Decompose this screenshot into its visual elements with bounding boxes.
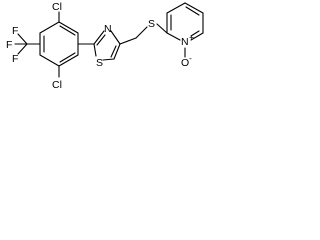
bond-ar-double-2 [59, 52, 76, 63]
bond-ar-double-1 [59, 25, 76, 36]
atom-n-thiazole: N [104, 23, 112, 35]
atom-labels: Cl Cl F F F N S S N + O - [6, 1, 194, 91]
bond-pyr-3 [184, 2, 204, 14]
bond-thz-c4-c5 [113, 43, 121, 60]
bond-thz-c2-n [93, 30, 105, 45]
atom-cl-top: Cl [52, 1, 62, 13]
bond-pyr-2 [166, 2, 186, 14]
bond-cf3-f3 [17, 43, 28, 55]
atom-o-oxide: O [181, 57, 189, 69]
bond-thz-c4-c5-double [110, 45, 117, 58]
bond-thz-n-c4 [110, 30, 121, 45]
atom-o-charge: - [189, 53, 192, 63]
bond-pyr-5 [190, 32, 204, 41]
atom-f-1: F [12, 25, 18, 37]
bonds [14, 2, 204, 78]
bond-thz-c5-s [102, 58, 115, 61]
bond-pyr-double-3 [190, 30, 200, 37]
atom-n-pyridine: N [181, 36, 189, 48]
bond-thz-c2-n-double [96, 34, 106, 46]
bond-ar-4 [39, 54, 60, 67]
bond-cf3-f1 [17, 33, 28, 45]
bond-thz-s-c2 [93, 43, 97, 57]
atom-f-3: F [12, 53, 18, 65]
bond-s-pyr [156, 23, 168, 34]
atom-n-charge: + [189, 32, 194, 42]
bond-c4-ch2 [119, 37, 137, 45]
bond-ar-6 [39, 21, 60, 34]
bond-ar-1 [58, 21, 79, 34]
bond-ar-3 [58, 54, 79, 67]
atom-s-thiazole: S [96, 57, 103, 69]
atom-cl-bottom: Cl [52, 79, 62, 91]
bond-ch2-s [135, 26, 148, 39]
atom-s-linker: S [148, 18, 155, 30]
molecule-drawing: Cl Cl F F F N S S N + O - [6, 1, 204, 91]
chemical-structure-diagram: Cl Cl F F F N S S N + O - [0, 0, 217, 100]
bond-pyr-6 [166, 32, 181, 41]
atom-f-2: F [6, 39, 12, 51]
bond-pyr-double-2 [185, 6, 200, 16]
